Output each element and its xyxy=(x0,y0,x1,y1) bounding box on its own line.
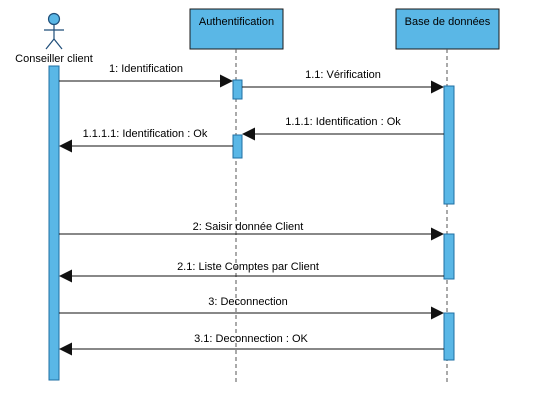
message-1-1: 1.1: Vérification xyxy=(242,69,444,94)
message-1-1-1: 1.1.1: Identification : Ok xyxy=(242,116,444,141)
activation-bar-db-2 xyxy=(443,233,455,280)
arrowhead xyxy=(431,227,444,241)
actor-head xyxy=(47,12,61,26)
activation-bar-client xyxy=(48,65,60,381)
activation-bar-auth-1 xyxy=(232,79,243,100)
message-label: 1: Identification xyxy=(109,63,183,75)
message-3: 3: Deconnection xyxy=(59,296,444,320)
message-3-1: 3.1: Deconnection : OK xyxy=(59,333,444,356)
message-2-1: 2.1: Liste Comptes par Client xyxy=(59,261,444,283)
activation-bar-db-3 xyxy=(443,312,455,361)
message-2: 2: Saisir donnée Client xyxy=(59,221,444,241)
arrowhead xyxy=(59,342,72,356)
message-label: 1.1.1: Identification : Ok xyxy=(285,116,401,128)
message-label: 3.1: Deconnection : OK xyxy=(194,333,308,345)
participant-box xyxy=(395,8,500,50)
arrowhead xyxy=(59,269,72,283)
activation-bar-auth-2 xyxy=(232,134,243,159)
message-label: 2.1: Liste Comptes par Client xyxy=(177,261,319,273)
actor-right-leg xyxy=(53,38,63,50)
message-1: 1: Identification xyxy=(59,63,233,88)
actor-conseiller-client: Conseiller client xyxy=(15,12,93,65)
participant-label: Authentification xyxy=(199,16,274,28)
message-label: 3: Deconnection xyxy=(208,296,288,308)
participant-box xyxy=(189,8,284,50)
message-label: 2: Saisir donnée Client xyxy=(193,221,304,233)
actor-left-leg xyxy=(45,38,55,50)
participant-base-de-donnees: Base de données xyxy=(395,8,500,50)
participant-label: Base de données xyxy=(405,16,491,28)
message-1-1-1-1: 1.1.1.1: Identification : Ok xyxy=(59,128,233,153)
arrowhead xyxy=(59,139,72,153)
message-label: 1.1.1.1: Identification : Ok xyxy=(83,128,208,140)
message-label: 1.1: Vérification xyxy=(305,69,381,81)
arrowhead xyxy=(220,74,233,88)
arrowhead xyxy=(431,306,444,320)
actor-label: Conseiller client xyxy=(15,53,93,65)
arrowhead xyxy=(242,127,255,141)
participant-authentification: Authentification xyxy=(189,8,284,50)
activation-bar-db-1 xyxy=(443,85,455,205)
arrowhead xyxy=(431,80,444,94)
